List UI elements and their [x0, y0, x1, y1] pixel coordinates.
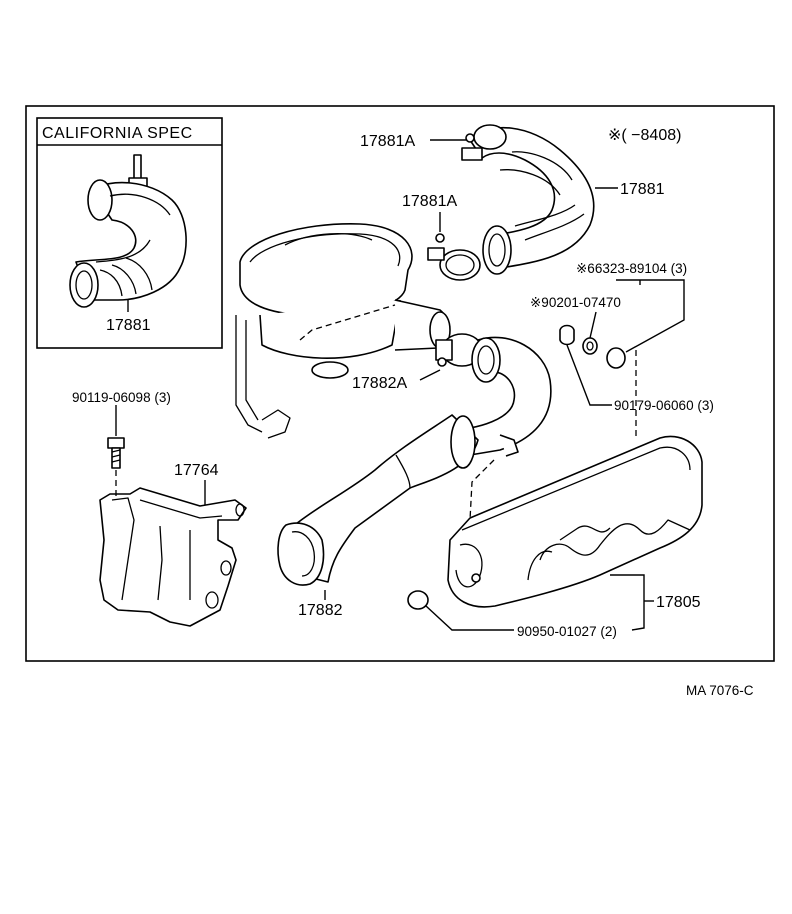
label-hose-upper: 17881: [620, 181, 665, 198]
label-inset-hose: 17881: [106, 317, 151, 334]
grommets-drawing: [559, 324, 626, 369]
label-mid-clamp: 17881A: [402, 193, 457, 210]
label-hose-top-clamp: 17881A: [360, 133, 415, 150]
label-grommet-small: ※90201-07470: [530, 295, 621, 310]
note-date-range: ※( −8408): [608, 127, 681, 144]
label-grommet-kit: ※66323-89104 (3): [576, 261, 687, 276]
label-resonator-plug: 90950-01027 (2): [517, 624, 617, 639]
label-plug-bolt: 90179-06060 (3): [614, 398, 714, 413]
lower-clamp-and-duct-drawing: [277, 333, 552, 586]
label-resonator: 17805: [656, 594, 701, 611]
california-spec-inset: [36, 117, 223, 349]
bracket-drawing: [99, 437, 247, 627]
air-cleaner-drawing: [235, 223, 451, 439]
drawing-code: MA 7076-C: [686, 683, 754, 698]
inset-title: CALIFORNIA SPEC: [42, 125, 193, 142]
diagram-frame: [25, 105, 775, 662]
mid-clamp-drawing: [427, 233, 481, 281]
inset-hose-drawing: [69, 154, 187, 308]
label-lower-clamp: 17882A: [352, 375, 407, 392]
label-bracket: 17764: [174, 462, 219, 479]
upper-hose-drawing: [461, 124, 595, 275]
resonator-drawing: [407, 435, 703, 610]
label-bracket-bolt: 90119-06098 (3): [72, 390, 171, 405]
label-intake-duct: 17882: [298, 602, 343, 619]
